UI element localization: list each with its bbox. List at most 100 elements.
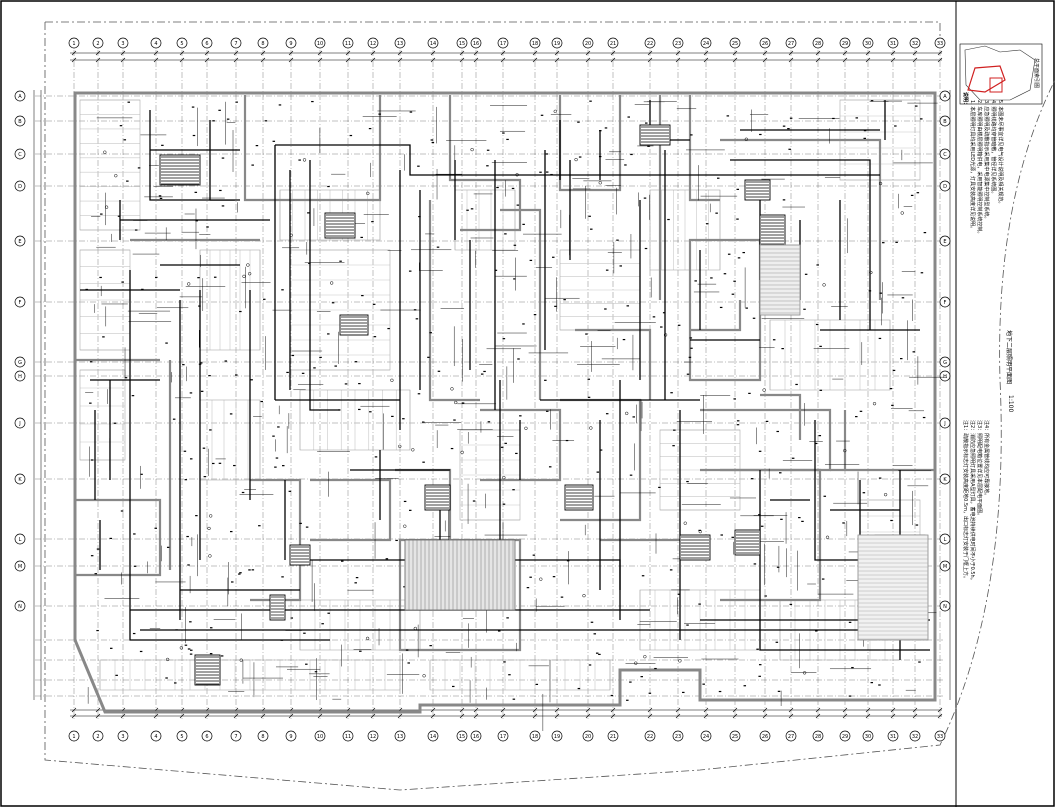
dimension-tick [179, 713, 185, 719]
light-fixture [199, 362, 203, 364]
interior-wall-21 [75, 498, 162, 577]
dimension-tick [317, 713, 323, 719]
interior-wall-15 [720, 468, 822, 602]
light-fixture [593, 633, 597, 635]
light-fixture [391, 415, 394, 418]
axis-bubble-top-10-circle [314, 37, 326, 49]
axis-bubble-top-20: 20 [585, 41, 591, 47]
light-fixture [789, 117, 793, 119]
dimension-tick [95, 50, 101, 56]
dimension-tick [937, 50, 943, 56]
light-fixture [140, 473, 143, 475]
light-fixture [736, 420, 740, 422]
light-fixture [759, 133, 762, 136]
light-fixture [629, 474, 633, 476]
axis-bubble-top-20-circle [582, 37, 594, 49]
dimension-tick [71, 50, 77, 56]
dimension-tick [120, 57, 126, 63]
emergency-light [179, 646, 184, 650]
dimension-tick [647, 57, 653, 63]
axis-bubble-bottom-5: 5 [180, 734, 183, 740]
axis-bubble-bottom-21: 21 [610, 734, 616, 740]
light-fixture [672, 445, 675, 447]
light-fixture [640, 676, 643, 678]
interior-wall-1 [243, 95, 382, 202]
light-fixture [96, 548, 100, 550]
light-fixture [331, 302, 335, 304]
light-fixture [290, 617, 294, 619]
interior-wall-23 [575, 328, 652, 400]
axis-bubble-bottom-20: 20 [585, 734, 591, 740]
light-fixture [742, 251, 745, 254]
light-fixture [758, 514, 761, 516]
light-fixture [161, 144, 164, 146]
light-fixture [686, 373, 690, 375]
light-fixture [654, 667, 657, 670]
light-fixture [686, 624, 689, 626]
light-fixture [255, 145, 259, 147]
emergency-light [460, 450, 464, 454]
light-fixture [281, 576, 284, 578]
emergency-light [515, 173, 519, 177]
light-fixture [690, 134, 693, 136]
interior-wall-5 [720, 138, 882, 300]
light-fixture [879, 292, 883, 294]
emergency-light [744, 137, 748, 141]
light-fixture [901, 297, 905, 299]
light-fixture [358, 382, 361, 385]
dimension-tick [532, 50, 538, 56]
note-item-2: 2. 车库照明由楼层照明箱供电，采用智能照明控制系统控制。 [976, 100, 982, 237]
light-fixture [405, 649, 409, 651]
light-fixture [403, 500, 407, 503]
light-fixture [818, 435, 822, 437]
light-fixture [417, 393, 421, 395]
keyplan-highlight-block [989, 77, 1003, 93]
light-fixture [337, 409, 341, 411]
axis-bubble-right-4: D [943, 184, 947, 190]
dimension-tick [762, 707, 768, 713]
axis-bubble-bottom-29-circle [839, 730, 851, 742]
interior-wall-3 [558, 95, 622, 192]
emergency-light [825, 535, 830, 539]
light-fixture [814, 442, 818, 445]
dimension-tick [585, 57, 591, 63]
light-fixture [863, 137, 866, 139]
light-fixture [532, 554, 536, 556]
light-fixture [186, 535, 189, 538]
equipment-room-11 [194, 654, 221, 686]
axis-bubble-left-11-circle [14, 533, 26, 545]
light-fixture [862, 492, 866, 494]
light-fixture [535, 683, 539, 685]
light-fixture [429, 332, 432, 334]
lighting-circuit-run-12 [309, 160, 340, 411]
axis-bubble-left-13: N [18, 604, 22, 610]
light-fixture [688, 356, 692, 358]
parking-stalls-12 [769, 319, 891, 391]
axis-bubble-left-10: K [18, 477, 22, 483]
note-item-4: 4. 照明线路均穿管暗敷，管径详见系统图。 [990, 100, 996, 197]
light-fixture [519, 415, 522, 417]
light-fixture [109, 647, 113, 649]
equipment-room-9 [564, 484, 594, 511]
light-fixture [430, 139, 434, 141]
light-fixture [782, 199, 786, 201]
emergency-light [802, 671, 807, 675]
dimension-tick [430, 50, 436, 56]
dimension-tick [890, 57, 896, 63]
light-fixture [235, 374, 238, 376]
light-fixture [139, 650, 143, 653]
emergency-light [422, 674, 426, 678]
light-fixture [548, 466, 552, 468]
axis-bubble-top-32: 32 [912, 41, 918, 47]
dimension-tick [204, 57, 210, 63]
light-fixture [545, 171, 549, 173]
light-fixture [408, 509, 412, 511]
axis-bubble-bottom-17-circle [497, 730, 509, 742]
axis-bubble-top-31-circle [887, 37, 899, 49]
light-fixture [190, 649, 193, 651]
axis-bubble-right-7: G [943, 360, 947, 366]
emergency-light [330, 281, 334, 285]
dimension-tick [732, 50, 738, 56]
light-fixture [429, 645, 432, 647]
axis-bubble-left-2-circle [14, 115, 26, 127]
